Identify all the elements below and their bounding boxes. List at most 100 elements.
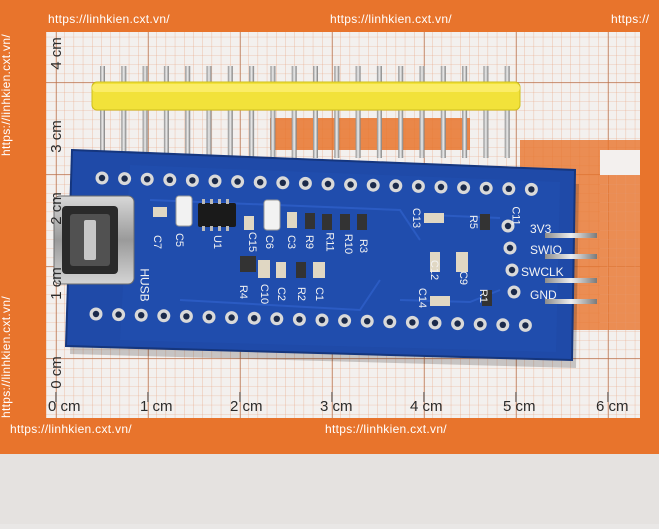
pin-hole <box>89 307 103 321</box>
ruler-x-label: 5 cm <box>503 398 536 415</box>
pin-hole <box>225 311 239 325</box>
pin-hole <box>118 172 132 186</box>
pin-label-swio: SWIO <box>530 243 562 257</box>
pin-hole <box>140 172 154 186</box>
header-pin <box>334 66 340 158</box>
ruler-y-label: 0 cm <box>47 356 65 389</box>
header-pin <box>270 66 276 158</box>
pin-hole <box>451 317 465 331</box>
pin-hole <box>231 175 245 189</box>
pin-hole <box>496 318 510 332</box>
silk-label: U1 <box>211 234 224 250</box>
pin-hole <box>247 311 261 325</box>
silk-label: C9 <box>457 270 470 286</box>
pin-hole <box>95 171 109 185</box>
pin-hole <box>366 178 380 192</box>
silk-label: C14 <box>416 287 429 309</box>
silk-label: C13 <box>410 207 423 229</box>
silk-label: C6 <box>263 234 276 250</box>
ruler-x-label: 4 cm <box>410 398 443 415</box>
pin-hole <box>518 318 532 332</box>
pin-hole <box>298 176 312 190</box>
header-pin <box>462 66 468 158</box>
header-pin <box>206 66 212 158</box>
components <box>153 195 492 306</box>
pin-label-gnd: GND <box>530 288 557 302</box>
pin-hole <box>202 310 216 324</box>
pin-hole <box>270 312 284 326</box>
silk-label: C3 <box>285 234 298 250</box>
watermark-text: https://linhkien.cxt.vn/ <box>10 422 132 436</box>
header-pin <box>249 66 255 158</box>
header-pin <box>313 66 318 158</box>
watermark-text: https://linhkien.cxt.vn/ <box>0 296 13 418</box>
pin-hole <box>315 313 329 327</box>
silk-label: C15 <box>246 231 259 253</box>
pin-hole <box>292 312 306 326</box>
silk-label: R4 <box>237 284 250 300</box>
watermark-text: https://linhkien.cxt.vn/ <box>0 34 13 156</box>
header-pin <box>227 66 233 158</box>
header-pin <box>142 66 148 158</box>
header-pin <box>504 66 510 158</box>
watermark-text: https://linhkien.cxt.vn/ <box>48 12 170 26</box>
header-pin <box>376 66 382 158</box>
ruler-ticks <box>55 392 609 402</box>
pin-hole <box>434 180 448 194</box>
pin-hole <box>338 314 352 328</box>
pin-hole <box>502 182 516 196</box>
pin-hole <box>344 178 358 192</box>
header-pin <box>121 66 127 158</box>
ruler-x-label: 1 cm <box>140 398 173 415</box>
header-pin <box>163 66 169 158</box>
header-pins <box>100 66 510 158</box>
header-pin <box>398 66 404 158</box>
ruler-y-label: 2 cm <box>47 192 65 225</box>
top-orange-band <box>0 0 659 32</box>
pin-hole <box>479 181 493 195</box>
ruler-x-label: 3 cm <box>320 398 353 415</box>
ruler-y-label: 1 cm <box>47 267 65 300</box>
pin-hole <box>507 285 521 299</box>
left-orange-band <box>0 0 46 420</box>
usb-c-connector <box>53 195 135 285</box>
silk-label: C11 <box>509 206 522 226</box>
silk-label: R9 <box>303 234 316 250</box>
silk-label: C2 <box>275 286 288 302</box>
pin-hole <box>457 181 471 195</box>
watermark-text: https://linhkien.cxt.vn/ <box>330 12 452 26</box>
pin-hole <box>253 175 267 189</box>
header-pin <box>419 66 425 158</box>
silk-label: C5 <box>173 232 186 248</box>
pin-hole <box>428 316 442 330</box>
pin-holes <box>89 171 538 332</box>
pin-hole <box>360 314 374 328</box>
pin-hole <box>389 179 403 193</box>
silk-label: R1 <box>477 288 490 304</box>
ruler-y-label: 4 cm <box>47 37 65 70</box>
pin-hole <box>503 241 517 255</box>
pin-hole <box>405 315 419 329</box>
ruler-y-label: 3 cm <box>47 120 65 153</box>
pin-hole <box>321 177 335 191</box>
pin-hole <box>134 308 148 322</box>
header-pin <box>100 66 105 158</box>
header-pin <box>291 66 297 158</box>
header-pin <box>355 66 361 158</box>
header-pin <box>185 66 191 158</box>
silk-label: C10 <box>258 283 271 305</box>
pin-label-3v3: 3V3 <box>530 222 552 236</box>
header-pin <box>483 66 489 158</box>
silk-label: R5 <box>467 214 480 230</box>
header-pin <box>440 66 446 158</box>
silk-label: HUSB <box>137 268 152 302</box>
silk-label: R3 <box>357 238 370 254</box>
pin-hole <box>157 309 171 323</box>
swd-pins <box>545 233 597 304</box>
pin-hole <box>411 179 425 193</box>
ruler-x-label: 0 cm <box>48 398 81 415</box>
silk-label: R10 <box>342 233 355 255</box>
pin-hole <box>383 315 397 329</box>
